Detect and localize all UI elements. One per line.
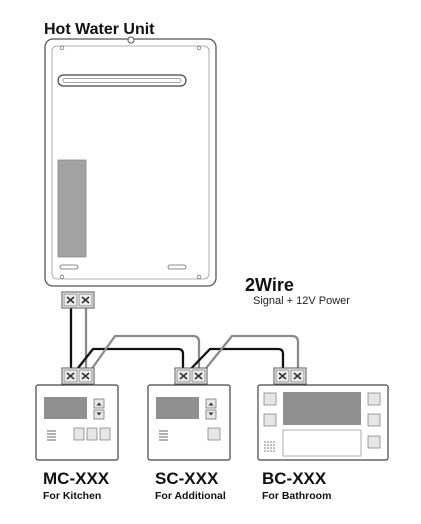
panel-button [86,427,98,441]
bottom-slot [167,264,187,270]
vent-slot [57,74,187,87]
wires [69,303,300,379]
screw-terminal-icon [66,372,75,380]
screw-icon [59,45,65,51]
unit-title: Hot Water Unit [44,21,155,38]
controller-label: For Additional [155,490,226,502]
wire-power [84,334,201,379]
bottom-slot [59,264,79,270]
chevron-down-icon [208,412,214,416]
controller-sc [147,384,231,461]
screw-terminal-icon [179,372,188,380]
controller-label: For Kitchen [43,490,101,502]
speaker-grille-icon [47,430,56,441]
screw-icon [196,274,202,280]
panel-button [99,427,111,441]
screw-icon [59,274,65,280]
chevron-up-icon [96,402,102,406]
hot-water-unit [44,36,217,287]
panel-button [263,392,277,406]
panel-button [263,413,277,427]
wiring-subtitle: Signal + 12V Power [253,295,350,307]
controller-model: MC-XXX [43,469,110,488]
controller-model: SC-XXX [155,469,219,488]
controller-model: BC-XXX [262,469,327,488]
side-panel [57,159,87,258]
screw-terminal-icon [293,372,302,380]
screw-terminal-icon [278,372,287,380]
chevron-up-icon [208,402,214,406]
mc-terminal-block [61,367,95,385]
unit-terminal-block [61,291,95,309]
screw-terminal-icon [81,296,90,304]
panel-button [367,413,381,427]
screw-terminal-icon [66,296,75,304]
panel-button [367,392,381,406]
bc-terminal-block [273,367,307,385]
mount-hole-icon [127,36,135,44]
wiring-heading: 2Wire [245,275,294,295]
wire-signal [69,347,185,379]
wire-signal [181,347,285,379]
chevron-down-icon [96,412,102,416]
panel-button [207,427,221,441]
screw-icon [196,45,202,51]
panel-button [73,427,85,441]
controller-label: For Bathroom [262,490,331,502]
controller-bc [257,384,389,461]
wire-power [197,334,300,379]
controller-mc [35,384,119,461]
speaker-grille-icon [264,441,275,452]
sc-terminal-block [174,367,208,385]
speaker-grille-icon [159,430,168,441]
screw-terminal-icon [81,372,90,380]
screw-terminal-icon [194,372,203,380]
panel-button [367,435,381,449]
